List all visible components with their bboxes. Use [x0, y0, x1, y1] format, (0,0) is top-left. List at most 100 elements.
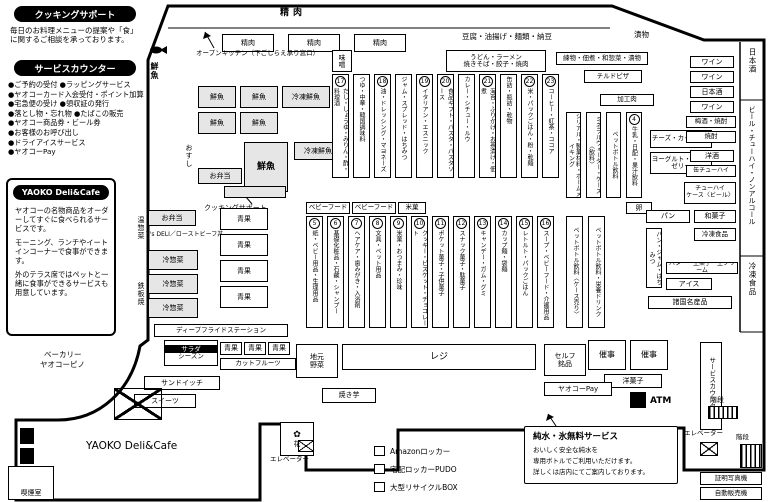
chuhai-case-line1: チューハイ [695, 185, 725, 193]
service-item: ●落とし物・忘れ物 ●たばこの販売 [8, 108, 124, 118]
udon-shelf-line1: うどん・ラーメン [470, 52, 522, 61]
vending-machine: 自動販売機 [700, 487, 762, 500]
grocery-aisle: ジャム・スプレッド・はちみつ [395, 74, 412, 178]
local-veg-line1: 地元 [310, 352, 324, 361]
aisle-label: 文具・ペット用品 [374, 230, 381, 278]
register-area: レジ [342, 344, 536, 370]
beer-wall-label: ビール・チューハイ・ノンアルコール [748, 106, 756, 225]
deli-cafe-info-title: YAOKO Deli&Cafe [13, 185, 109, 200]
service-item: ●ご予約の受付 ●ラッピングサービス [8, 80, 131, 89]
udon-shelf: うどん・ラーメン 焼きそば・餃子・焼肉 [446, 50, 546, 72]
stairs-icon [740, 444, 762, 468]
aisle-number: 19 [419, 76, 430, 87]
wagashi-shelf: 和菓子 [694, 210, 736, 223]
mineral-water-aisle: ミネラルウォーター・ケース〈飲料〉 [586, 112, 601, 198]
bread-shelf: パン [646, 210, 690, 223]
recycle-box-icon [374, 482, 385, 492]
teppanyaki-label: 鉄板焼 [137, 282, 145, 306]
service-item: ●ヤオコーPay [8, 147, 56, 157]
restroom-icon [20, 448, 34, 464]
warm-deli-label: 温惣菜 [137, 216, 145, 240]
aisle-number: 13 [477, 218, 488, 229]
aisle-number: 16 [540, 218, 551, 229]
salad-station: サラダ シーズン [164, 340, 218, 366]
canned-chuhai-shelf: 缶チューハイ [686, 165, 736, 177]
escalator-icon [114, 388, 162, 420]
frozen-fish-case: 冷凍鮮魚 [294, 142, 342, 160]
jam-honey-aisle: パン・ジャム・はちみつ [646, 228, 662, 288]
aisle-label: ポケット菓子・子供菓子 [437, 230, 444, 296]
aisle-number: 17 [335, 76, 346, 87]
western-liquor-shelf: 洋酒 [690, 150, 734, 162]
cut-fruit-case: カットフルーツ [220, 358, 296, 370]
aisle-label: カップ麺・袋麺 [500, 230, 507, 272]
elevator-label: エレベーター [270, 455, 309, 463]
aisle-label: 紙・ベビー用品・生理用品 [311, 230, 318, 302]
bento-counter: お弁当 [148, 210, 196, 226]
pet-bottle-aisle: ペットボトル飲料 [606, 112, 621, 198]
sandwich-case: サンドイッチ [144, 376, 220, 390]
produce-case: 青果 [244, 342, 266, 355]
fish-wall-label: 鮮魚 [150, 62, 159, 80]
salad-station-sub: シーズン [178, 352, 204, 361]
aisle-number: 8 [372, 218, 383, 229]
butter-dessert-shelf: バター・生菓子・生クリーム [666, 262, 738, 274]
aisle-label: 食品ギフト・パスタ・パスタソース [437, 88, 454, 172]
aisle-label: イタリアン・エスニック [421, 88, 428, 154]
elevator-icon [700, 442, 718, 456]
service-counter-list: ●ご予約の受付 ●ラッピングサービス ●ヤオコーカード入会受付・ポイント加算 ●… [8, 80, 156, 157]
fish-case: 鮮魚 [240, 112, 278, 134]
western-sweets-shelf: 洋菓子 [604, 374, 662, 388]
aisle-label: 基礎化粧品・石鹸・シャンプー [332, 230, 339, 314]
processed-meat-shelf: 加工肉 [600, 94, 654, 106]
atm-icon [630, 392, 646, 408]
recycle-box-label: 大型リサイクルBOX [390, 483, 458, 492]
umeshu-shelf: 梅酒・焼酎 [686, 116, 736, 128]
bento-counter: お弁当 [198, 168, 242, 184]
frozen-wall-label: 冷凍食品 [748, 262, 757, 296]
cooking-support-body: 毎日のお料理メニューの提案や「食」に関するご相談を承っております。 [10, 26, 138, 44]
service-item: ●宅急便の受け ●領収証の発行 [8, 99, 110, 109]
produce-case: 青果 [220, 260, 268, 282]
stairs-label: 階段 [736, 433, 749, 441]
aisle-number: 12 [456, 218, 467, 229]
service-item: ●ヤオコー商品券・ビール券 [8, 118, 101, 128]
photo-booth: 証明写真機 [700, 472, 762, 485]
deli-cafe-paragraph: 外のテラス席ではペットと一緒に食事ができるサービスも用意しています。 [15, 270, 109, 297]
aisle-number: 5 [309, 218, 320, 229]
sake-wall-label: 日本酒 [748, 48, 757, 74]
pudo-locker-label: 宅配ロッカーPUDO [390, 465, 457, 474]
fish-icon [150, 46, 162, 54]
atm-label: ATM [650, 396, 672, 406]
fish-case: 鮮魚 [240, 86, 278, 108]
fish-case: 鮮魚 [244, 142, 288, 192]
wine-shelf: ワイン [690, 71, 734, 83]
aisle-number: 21 [482, 76, 493, 87]
meat-case: 精肉 [288, 34, 340, 52]
aisle-label: つゆ・中華・韓国調味料 [358, 76, 365, 142]
aisle-number: 14 [498, 218, 509, 229]
fish-tail-icon [160, 46, 167, 54]
aisle-label: だし・しょうゆ・みりん・酢・料理酒 [332, 88, 349, 172]
pure-water-line1: おいしく安全な純水を [533, 446, 598, 454]
wine-shelf: ワイン [690, 101, 734, 113]
aisle-number: 6 [330, 218, 341, 229]
cereal-aisle: シリアル・製菓材料・ホームメイキング [566, 112, 581, 198]
service-item: ●ドライアイスサービス [8, 137, 86, 147]
self-line1: セルフ [554, 351, 576, 360]
meat-backroom-label: 精肉 [280, 8, 307, 18]
local-veg-line2: 野菜 [310, 361, 324, 369]
ice-cream-shelf: アイス [666, 278, 712, 290]
